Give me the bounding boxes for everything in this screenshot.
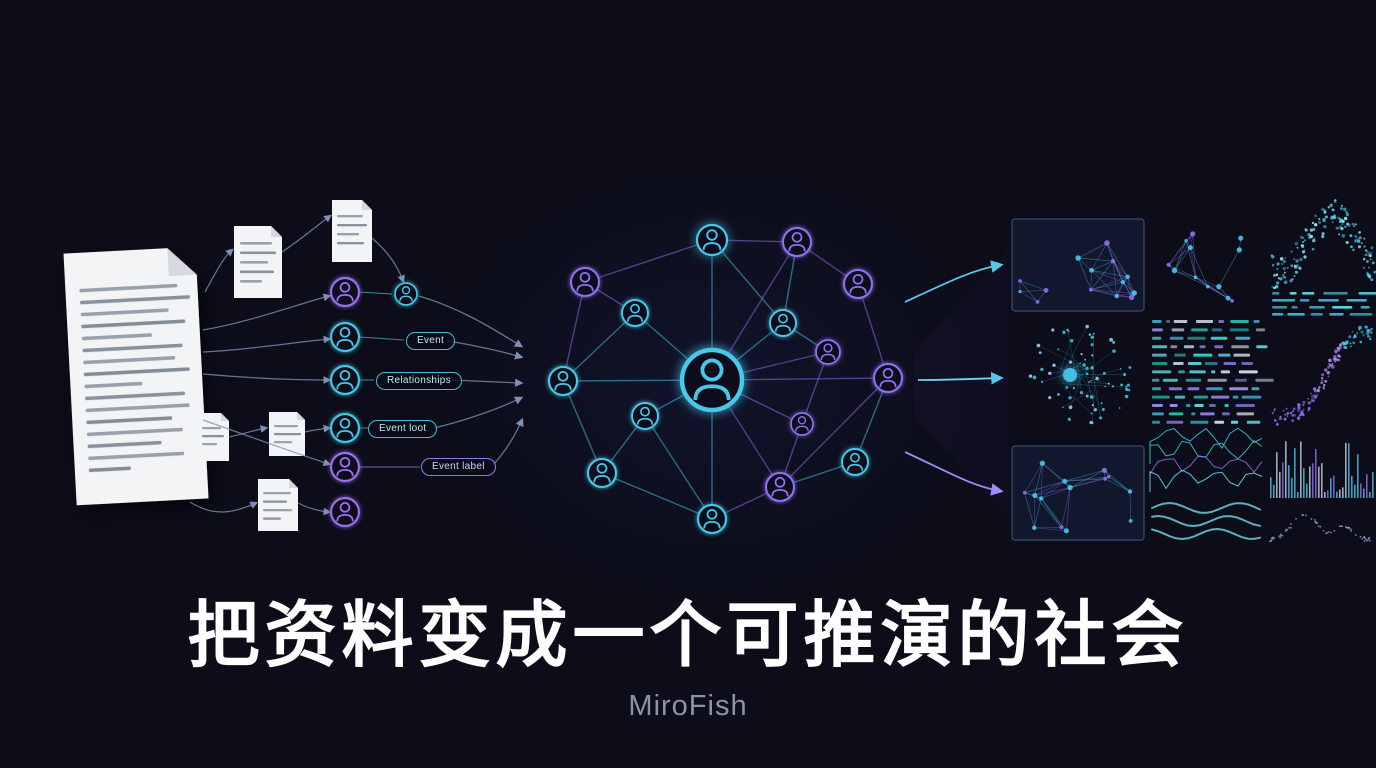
thumbnail-network-graph-2 [1022,460,1133,534]
person-node-icon [815,339,841,365]
thumbnail-network-sphere [1028,324,1132,425]
thumbnail-dotted-curve [1269,514,1371,543]
document-small-icon [332,200,372,262]
person-node-icon [781,226,813,258]
thumbnail-frame [1011,445,1145,541]
thumbnail-scurve-scatter [1271,325,1373,426]
thumbnail-spike-chart [1270,441,1374,498]
document-small-icon [269,412,305,456]
person-entity-icon [394,282,418,306]
person-node-icon [547,365,579,397]
document-small-icon [197,413,229,461]
document-small-icon [234,226,282,298]
thumbnail-frame [1011,218,1145,312]
brand-name: MiroFish [628,690,748,722]
person-node-icon [842,268,874,300]
person-entity-icon [330,365,360,395]
thumbnail-data-matrix [1152,320,1274,424]
extracted-entities [330,277,420,527]
person-entity-icon [330,452,360,482]
label-event: Event [406,332,456,350]
person-entity-icon [330,277,360,307]
person-entity-icon [330,497,360,527]
thumbnail-node-scatter [1166,231,1244,303]
output-arrows [904,260,1004,496]
source-documents [63,200,372,531]
entity-network [547,223,904,535]
label-event-label: Event label [421,458,496,476]
label-event-loot: Event loot [368,420,438,438]
thumbnail-network-graph-1 [1018,240,1137,304]
person-node-icon [790,412,814,436]
person-node-icon [586,457,618,489]
person-node-icon [569,266,601,298]
funnel-beam [915,250,1008,515]
extraction-arrows [189,214,405,516]
person-node-icon [682,350,742,410]
headline: 把资料变成一个可推演的社会 [187,596,1189,676]
person-node-icon [696,503,728,535]
thumbnail-code-streaks [1272,292,1376,316]
person-node-icon [695,223,729,257]
person-entity-icon [330,322,360,352]
thumbnail-dot-wave [1270,199,1376,290]
document-large-icon [63,248,209,506]
person-node-icon [621,299,649,327]
person-node-icon [769,309,797,337]
document-small-icon [258,479,298,531]
label-relationships: Relationships [376,372,462,390]
person-entity-icon [330,413,360,443]
person-node-icon [631,402,659,430]
person-node-icon [841,448,869,476]
thumbnail-wave-lines [1151,501,1261,541]
person-node-icon [872,362,904,394]
thumbnail-ridgeline-chart [1149,427,1263,492]
person-node-icon [764,471,796,503]
